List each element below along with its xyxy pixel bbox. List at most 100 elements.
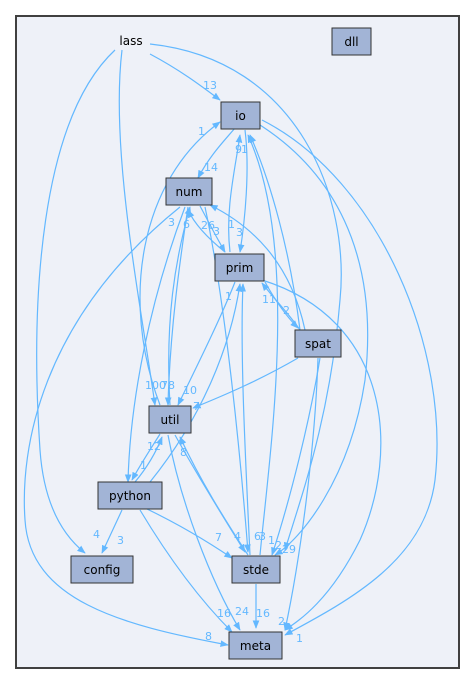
node-config-box bbox=[70, 555, 134, 584]
edge-label: 16 bbox=[217, 607, 231, 620]
edge-label: 11 bbox=[262, 293, 276, 306]
edge-label: 3 bbox=[259, 530, 266, 543]
edge-label: 3 bbox=[236, 226, 243, 239]
edge-label: 3 bbox=[117, 534, 124, 547]
edge-util-io bbox=[139, 121, 221, 406]
node-python-label: python bbox=[109, 489, 151, 503]
node-util-box bbox=[148, 405, 192, 434]
edge-label: 16 bbox=[256, 607, 270, 620]
edge-util-num bbox=[168, 206, 192, 406]
edge-label: 29 bbox=[282, 543, 296, 556]
edge-util-stde bbox=[174, 434, 246, 553]
node-stde[interactable]: stde bbox=[231, 555, 281, 584]
edge-prim-util bbox=[177, 281, 236, 406]
node-dll-label: dll bbox=[344, 35, 358, 49]
nodes: lass dll io num prim spat util python bbox=[70, 27, 372, 660]
edge-stde-util bbox=[179, 436, 249, 556]
edge-label: 2 bbox=[275, 539, 282, 552]
node-prim-box bbox=[214, 253, 265, 282]
edge-label: 14 bbox=[204, 161, 218, 174]
edge-python-prim bbox=[149, 283, 243, 483]
edge-lass-stde bbox=[149, 43, 342, 551]
node-meta-box bbox=[228, 631, 283, 660]
node-meta-label: meta bbox=[240, 639, 271, 653]
edge-label: 7 bbox=[215, 531, 222, 544]
node-config[interactable]: config bbox=[70, 555, 134, 584]
edge-spat-util bbox=[192, 357, 299, 409]
node-meta[interactable]: meta bbox=[228, 631, 283, 660]
edge-label: 12 bbox=[147, 440, 161, 453]
node-stde-label: stde bbox=[243, 563, 269, 577]
node-spat-label: spat bbox=[305, 337, 331, 351]
edge-label: 9 bbox=[235, 143, 242, 156]
node-num-label: num bbox=[176, 185, 203, 199]
edge-label: 24 bbox=[235, 605, 249, 618]
edge-label: 100 bbox=[145, 379, 166, 392]
edge-num-meta bbox=[23, 206, 229, 647]
edge-label: 4 bbox=[234, 530, 241, 543]
node-spat[interactable]: spat bbox=[294, 329, 342, 358]
node-util-label: util bbox=[161, 413, 180, 427]
edge-label: 1 bbox=[268, 534, 275, 547]
node-stde-box bbox=[231, 555, 281, 584]
edge-num-stde bbox=[204, 206, 251, 553]
edge-label: 6 bbox=[183, 218, 190, 231]
edge-label: 13 bbox=[203, 79, 217, 92]
edge-label: 1 bbox=[198, 125, 205, 138]
edge-label: 1 bbox=[296, 632, 303, 645]
node-io[interactable]: io bbox=[220, 101, 261, 130]
edge-prim-io bbox=[228, 134, 243, 253]
edge-stde-prim bbox=[239, 283, 251, 556]
node-config-label: config bbox=[84, 563, 121, 577]
edge-label: 2 bbox=[283, 304, 290, 317]
edge-label: 3 bbox=[213, 225, 220, 238]
node-num-box bbox=[165, 177, 213, 206]
edge-python-stde bbox=[144, 507, 233, 559]
node-prim-label: prim bbox=[226, 261, 254, 275]
edge-label: 1 bbox=[225, 290, 232, 303]
edge-lass-io bbox=[149, 53, 221, 101]
edge-label: 26 bbox=[201, 219, 215, 232]
edge-util-meta bbox=[167, 434, 241, 631]
edge-label: 4 bbox=[93, 528, 100, 541]
edge-python-meta bbox=[139, 509, 233, 633]
edge-spat-stde bbox=[271, 357, 321, 556]
node-dll[interactable]: dll bbox=[331, 27, 372, 56]
node-prim[interactable]: prim bbox=[214, 253, 265, 282]
edge-spat-meta bbox=[283, 357, 319, 631]
edge-label: 8 bbox=[205, 630, 212, 643]
edge-lass-config bbox=[36, 49, 116, 554]
edge-label: 1 bbox=[140, 459, 147, 472]
edge-spat-io bbox=[249, 134, 301, 331]
edge-lass-util bbox=[118, 49, 158, 406]
node-io-label: io bbox=[235, 109, 246, 123]
edge-io-meta bbox=[261, 119, 438, 636]
edge-label: 2 bbox=[278, 615, 285, 628]
edge-io-num bbox=[197, 127, 236, 179]
root-label-lass: lass bbox=[119, 34, 142, 48]
edge-label: 6 bbox=[254, 530, 261, 543]
edge-labels: 13 1 14 9 1 3 6 26 3 1 3 1 11 2 100 78 1… bbox=[93, 79, 303, 645]
edges bbox=[23, 43, 438, 647]
edge-prim-meta bbox=[261, 279, 382, 631]
edge-io-prim bbox=[237, 129, 248, 253]
edge-python-util bbox=[134, 436, 163, 483]
edge-label: 1 bbox=[228, 218, 235, 231]
edge-num-prim bbox=[199, 205, 226, 253]
edge-spat-num bbox=[209, 204, 306, 331]
edge-spat-prim bbox=[261, 282, 301, 331]
node-num[interactable]: num bbox=[165, 177, 213, 206]
edge-label: 10 bbox=[183, 384, 197, 397]
node-python[interactable]: python bbox=[97, 481, 163, 510]
edge-label: 1 bbox=[241, 143, 248, 156]
edge-num-python bbox=[124, 206, 186, 483]
edge-label: 78 bbox=[161, 379, 175, 392]
node-dll-box bbox=[331, 27, 372, 56]
node-util[interactable]: util bbox=[148, 405, 192, 434]
node-io-box bbox=[220, 101, 261, 130]
edge-label: 8 bbox=[180, 446, 187, 459]
edge-python-config bbox=[101, 509, 123, 554]
node-python-box bbox=[97, 481, 163, 510]
edge-label: 7 bbox=[193, 400, 200, 413]
